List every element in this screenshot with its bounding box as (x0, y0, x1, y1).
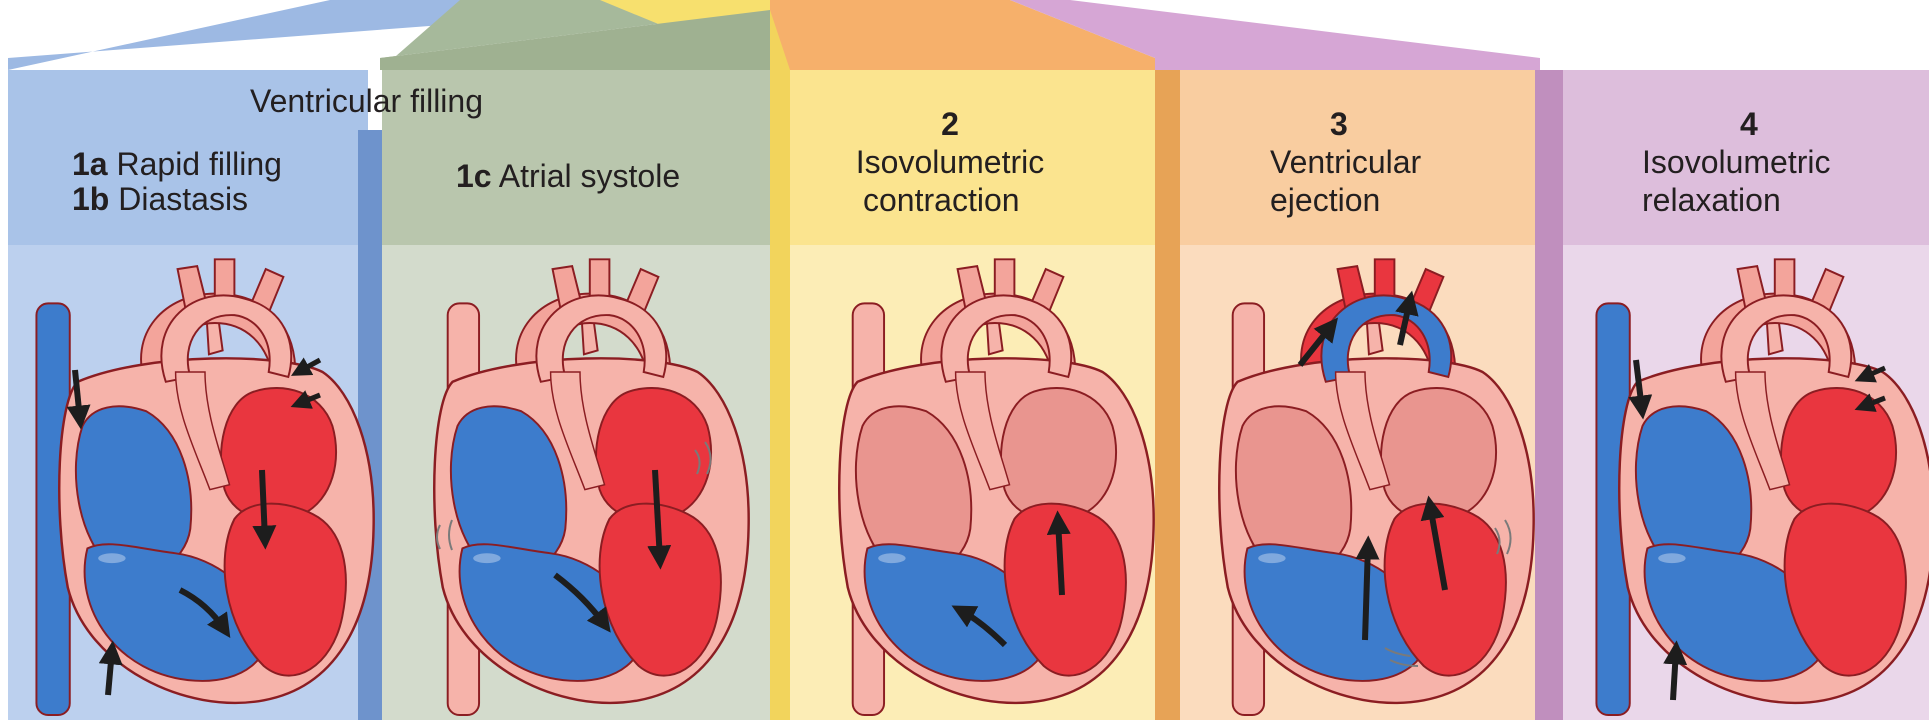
phase-3-label: 3 Ventricular ejection (1270, 105, 1470, 219)
panel-3-side (770, 10, 790, 720)
phase-4-label: 4 Isovolumetric relaxation (1642, 105, 1872, 219)
flow-arrow-icon (108, 650, 112, 695)
phase-1a-number: 1a (72, 146, 108, 182)
panel-3-edge (1155, 70, 1180, 720)
flow-arrow-icon (1673, 650, 1676, 700)
flow-arrow-icon (1365, 545, 1368, 640)
panel-1-side (358, 130, 382, 720)
phase-1b-name: Diastasis (118, 181, 248, 217)
panel-4-edge (1535, 70, 1563, 720)
phase-4-name-line2: relaxation (1642, 181, 1872, 219)
phase-1a-name: Rapid filling (116, 146, 281, 182)
phase-1a-label: 1a Rapid filling (72, 145, 282, 183)
phase-1c-number: 1c (456, 158, 492, 194)
phase-4-number: 4 (1740, 106, 1758, 142)
phase-3-number: 3 (1330, 106, 1348, 142)
phase-1c-label: 1c Atrial systole (456, 157, 680, 195)
phase-3-name-line1: Ventricular (1270, 143, 1470, 181)
phase-2-label: 2 Isovolumetric contraction (835, 105, 1065, 219)
phase-1b-label: 1b Diastasis (72, 180, 248, 218)
phase-4-name-line1: Isovolumetric (1642, 143, 1872, 181)
phase-1c-name: Atrial systole (499, 158, 680, 194)
phase-1b-number: 1b (72, 181, 109, 217)
flow-arrow-icon (1058, 520, 1062, 595)
phase-3-name-line2: ejection (1270, 181, 1470, 219)
phase-2-number: 2 (941, 106, 959, 142)
ventricular-filling-label: Ventricular filling (250, 82, 483, 120)
phase-2-name-line1: Isovolumetric (835, 143, 1065, 181)
phase-2-name-line2: contraction (835, 181, 1065, 219)
flow-arrow-icon (262, 470, 265, 540)
